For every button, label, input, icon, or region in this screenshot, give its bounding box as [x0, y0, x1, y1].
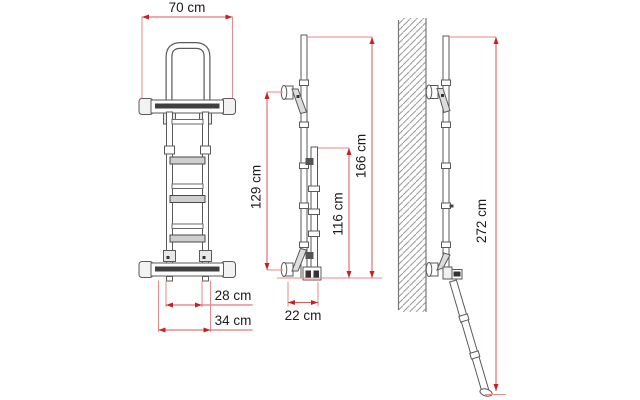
dim-label-folded-section: 116 cm	[331, 192, 346, 235]
bottom-mounting-bar	[138, 250, 236, 282]
arrow-left-icon	[288, 300, 295, 305]
dimension-272cm: 272 cm	[450, 36, 506, 395]
front-steps	[169, 156, 206, 243]
bottom-bracket	[280, 247, 308, 277]
dimension-34cm: 34 cm	[158, 280, 253, 333]
handle-arch	[165, 42, 211, 104]
rail-collar	[200, 145, 211, 155]
arrow-up-icon	[369, 37, 375, 44]
dimension-70cm: 70 cm	[141, 0, 233, 99]
arrow-right-icon	[203, 327, 211, 333]
dimension-28cm: 28 cm	[165, 280, 253, 308]
tube-clamp	[305, 158, 314, 165]
dimension-116cm: 116 cm	[318, 147, 352, 278]
foot-cap	[479, 388, 493, 397]
hinge	[442, 266, 463, 280]
arrow-right-icon	[225, 14, 233, 20]
arrow-up-icon	[493, 37, 499, 44]
wall-top-bracket	[425, 84, 451, 114]
arrow-down-icon	[264, 263, 270, 270]
dimension-22cm: 22 cm	[285, 282, 322, 323]
dimension-129cm: 129 cm	[249, 91, 283, 271]
top-bracket	[280, 85, 308, 115]
tube-clamp	[305, 252, 314, 259]
dim-label-top-width: 70 cm	[169, 0, 206, 15]
arrow-up-icon	[346, 148, 352, 155]
extended-section	[448, 279, 493, 397]
folded-side-view: 129 cm 116 cm 166 cm 22 cm	[249, 34, 382, 323]
arrow-right-icon	[311, 300, 318, 305]
dim-label-extended-height: 272 cm	[474, 199, 489, 243]
dim-label-folded-height: 166 cm	[354, 134, 369, 178]
arrow-down-icon	[346, 271, 352, 278]
dim-label-feet-inner: 28 cm	[215, 288, 252, 303]
arrow-down-icon	[493, 384, 499, 391]
dim-label-bracket-distance: 129 cm	[249, 165, 264, 209]
arrow-left-icon	[166, 302, 173, 308]
rail-collar	[164, 145, 175, 155]
arrow-left-icon	[142, 14, 149, 20]
dimension-166cm: 166 cm	[277, 36, 382, 279]
dim-label-feet-outer: 34 cm	[215, 313, 252, 328]
wall-mounted-view: 272 cm	[397, 18, 506, 397]
rear-rungs	[171, 119, 204, 229]
arrow-left-icon	[158, 327, 166, 333]
front-view: 70 cm	[138, 0, 253, 333]
dim-label-depth: 22 cm	[285, 308, 322, 323]
arrow-up-icon	[264, 92, 270, 99]
wall-tube	[442, 35, 450, 271]
foot-latch	[302, 266, 322, 281]
arrow-down-icon	[369, 271, 375, 278]
wall-bottom-bracket	[425, 252, 451, 277]
arrow-right-icon	[195, 302, 202, 308]
wall	[397, 18, 427, 312]
